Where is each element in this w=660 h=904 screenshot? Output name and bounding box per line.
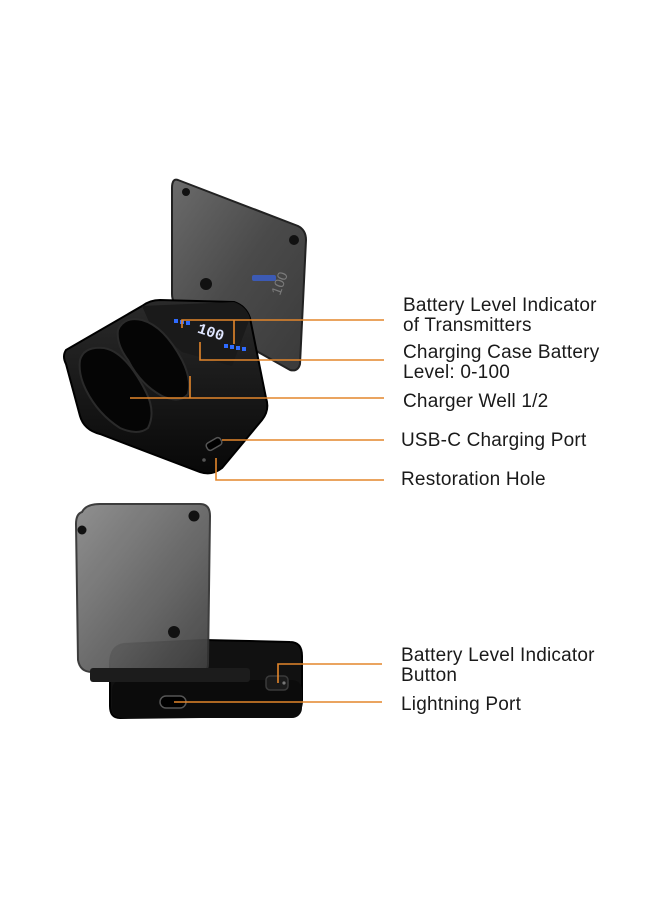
battery-indicator-dot — [282, 681, 286, 685]
charging-case-open: 100 100 — [63, 178, 308, 475]
label-line2: of Transmitters — [403, 315, 532, 336]
leader-case-battery — [199, 342, 384, 361]
label-line1: Lightning Port — [401, 694, 522, 715]
label-line2: Button — [401, 665, 458, 686]
lid-magnet-top-right — [289, 235, 299, 245]
label-battery-indicator-button: Battery Level Indicator Button — [401, 646, 595, 686]
restoration-hole — [202, 458, 206, 462]
label-case-battery-level: Charging Case Battery Level: 0-100 — [403, 343, 599, 383]
side-lid-magnet-top-right — [188, 510, 200, 522]
lid-reflection-digits: 100 — [268, 269, 291, 297]
leader-indicator-button — [277, 663, 382, 683]
usb-c-port — [205, 436, 223, 452]
charger-well-1 — [78, 346, 153, 433]
leader-restoration — [215, 458, 384, 481]
label-usb-c-port: USB-C Charging Port — [401, 431, 586, 451]
label-line1: Charger Well 1/2 — [403, 391, 549, 412]
leader-transmitters — [181, 319, 384, 328]
label-line1: Battery Level Indicator — [403, 295, 597, 316]
transmitter-battery-leds-right — [224, 344, 246, 351]
case-top-face — [142, 302, 250, 366]
label-line1: USB-C Charging Port — [401, 430, 587, 451]
lid-magnet-top-left — [182, 188, 190, 196]
leader-lines — [130, 319, 384, 703]
case-lid — [171, 178, 308, 372]
lid-hinge — [90, 668, 250, 682]
side-lid — [74, 503, 212, 676]
lid-magnet-bottom-left — [200, 278, 212, 290]
label-restoration-hole: Restoration Hole — [401, 470, 546, 490]
side-lid-magnet-bottom — [168, 626, 180, 638]
label-battery-indicator-transmitters: Battery Level Indicator of Transmitters — [403, 296, 597, 336]
base-body-front — [112, 680, 302, 718]
label-line1: Charging Case Battery — [403, 342, 600, 363]
label-line2: Level: 0-100 — [403, 362, 510, 383]
battery-indicator-button — [265, 675, 289, 691]
label-line1: Battery Level Indicator — [401, 645, 595, 666]
label-line1: Restoration Hole — [401, 469, 546, 490]
charger-well-2 — [116, 318, 191, 401]
charging-case-side — [74, 503, 303, 720]
label-lightning-port: Lightning Port — [401, 695, 521, 715]
side-lid-magnet-top-left — [77, 525, 87, 535]
lid-reflection-display — [252, 275, 276, 281]
label-charger-well: Charger Well 1/2 — [403, 392, 548, 412]
